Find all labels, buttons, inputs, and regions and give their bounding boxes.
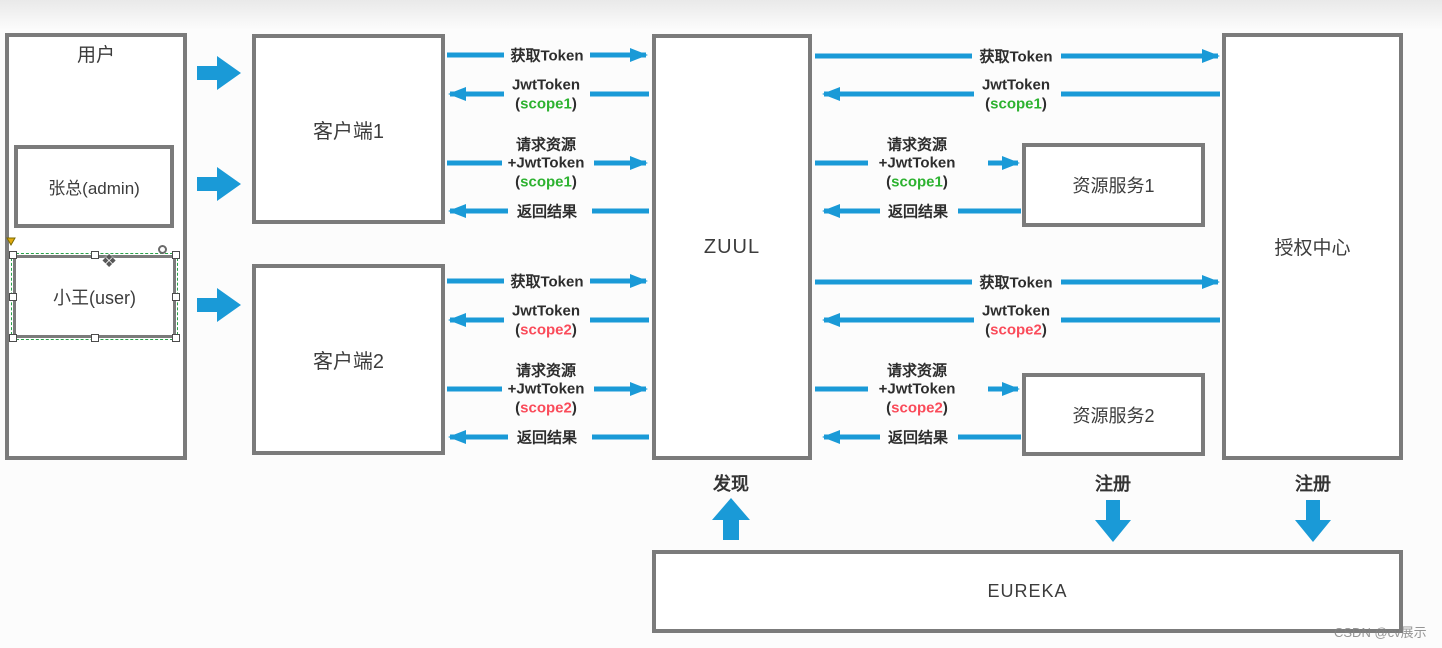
flow-label-get-token: 获取Token [979, 274, 1053, 292]
node-client1-label: 客户端1 [312, 120, 385, 143]
node-client2-label: 客户端2 [312, 351, 385, 373]
flow-label-jwt-token: JwtToken [511, 302, 581, 320]
flow-label-scope2: (scope2) [886, 399, 948, 417]
node-client1[interactable]: 客户端1 [252, 34, 445, 224]
move-handle-icon[interactable]: ❖ [101, 251, 118, 271]
node-zuul-label: ZUUL [703, 235, 761, 258]
selection-handle-nw[interactable] [9, 251, 17, 259]
block-arrow-user-right-1[interactable] [197, 56, 241, 90]
selection-handle-ne[interactable] [172, 251, 180, 259]
flow-label-scope2: (scope2) [515, 321, 577, 339]
label-discover: 发现 [713, 474, 749, 494]
flow-label-request-resource: 请求资源 [886, 136, 948, 154]
flow-label-request-resource: 请求资源 [515, 362, 577, 380]
node-eureka[interactable]: EUREKA [652, 550, 1403, 633]
block-arrow-register-resources-down[interactable] [1095, 500, 1131, 542]
selection-handle-se[interactable] [172, 334, 180, 342]
flow-label-jwt-token: JwtToken [511, 76, 581, 94]
flow-label-plus-jwt-token: +JwtToken [507, 154, 585, 172]
node-user-group[interactable]: 用户 [5, 33, 187, 460]
top-haze [0, 0, 1442, 30]
flow-label-scope1: (scope1) [515, 173, 577, 191]
block-arrow-user-right-3[interactable] [197, 288, 241, 322]
rotate-handle-icon[interactable] [158, 245, 167, 254]
node-resource-service1-label: 资源服务1 [1072, 176, 1155, 196]
node-resource-service1[interactable]: 资源服务1 [1022, 143, 1205, 227]
node-auth-center[interactable]: 授权中心 [1222, 33, 1403, 460]
flow-label-return-result: 返回结果 [887, 429, 949, 447]
selection-handle-e[interactable] [172, 293, 180, 301]
node-client2[interactable]: 客户端2 [252, 264, 445, 455]
block-arrow-register-auth-down[interactable] [1295, 500, 1331, 542]
node-eureka-label: EUREKA [987, 581, 1068, 601]
flow-label-plus-jwt-token: +JwtToken [878, 154, 956, 172]
selection-handle-s[interactable] [91, 334, 99, 342]
label-register-resources: 注册 [1095, 474, 1131, 494]
node-auth-center-label: 授权中心 [1274, 238, 1351, 259]
flow-label-return-result: 返回结果 [887, 203, 949, 221]
flow-label-scope2: (scope2) [515, 399, 577, 417]
node-resource-service2[interactable]: 资源服务2 [1022, 373, 1205, 456]
label-register-auth: 注册 [1295, 474, 1331, 494]
selection-handle-n[interactable] [91, 251, 99, 259]
selection-handle-w[interactable] [9, 293, 17, 301]
flow-label-return-result: 返回结果 [516, 203, 578, 221]
flow-label-scope1: (scope1) [886, 173, 948, 191]
edit-marker-icon [6, 237, 16, 247]
flow-label-scope1: (scope1) [515, 95, 577, 113]
selection-handle-sw[interactable] [9, 334, 17, 342]
watermark: CSDN @cv展示 [1334, 625, 1427, 640]
block-arrow-discover-up[interactable] [712, 498, 750, 540]
flow-label-request-resource: 请求资源 [886, 362, 948, 380]
flow-label-plus-jwt-token: +JwtToken [878, 380, 956, 398]
node-admin-user[interactable]: 张总(admin) [14, 145, 174, 228]
flow-label-request-resource: 请求资源 [515, 136, 577, 154]
flow-label-jwt-token: JwtToken [981, 76, 1051, 94]
flow-label-scope1: (scope1) [985, 95, 1047, 113]
flow-label-jwt-token: JwtToken [981, 302, 1051, 320]
flow-label-plus-jwt-token: +JwtToken [507, 380, 585, 398]
node-zuul-gateway[interactable]: ZUUL [652, 34, 812, 460]
node-user-group-label: 用户 [76, 45, 115, 66]
flow-label-return-result: 返回结果 [516, 429, 578, 447]
node-normal-user-label: 小王(user) [52, 287, 136, 308]
block-arrow-user-right-2[interactable] [197, 167, 241, 201]
flow-label-get-token: 获取Token [510, 47, 584, 65]
node-resource-service2-label: 资源服务2 [1072, 405, 1155, 426]
flow-label-get-token: 获取Token [979, 48, 1053, 66]
node-admin-user-label: 张总(admin) [48, 179, 140, 198]
flow-label-get-token: 获取Token [510, 273, 584, 291]
flow-label-scope2: (scope2) [985, 321, 1047, 339]
